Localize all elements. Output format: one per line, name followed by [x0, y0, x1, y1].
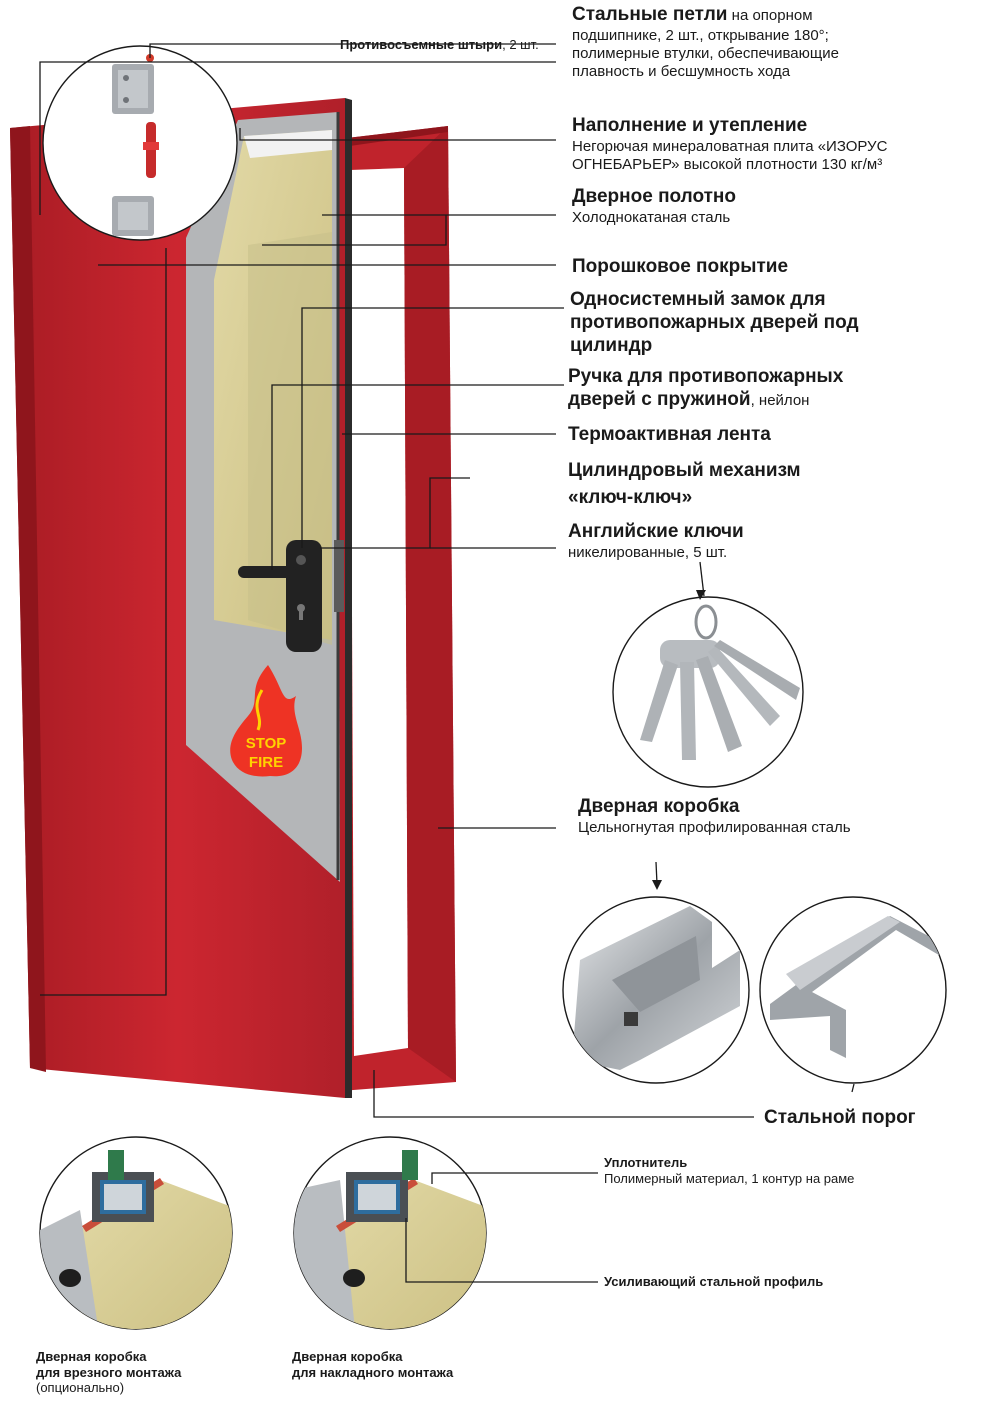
label-hinges: Стальные петли на опорном подшипнике, 2 … [572, 4, 839, 80]
frame-overlay-section [293, 1136, 487, 1330]
label-threshold: Стальной порог [764, 1107, 916, 1128]
door-frame [328, 126, 456, 1092]
label-filling: Наполнение и утепление Негорючая минерал… [572, 115, 888, 173]
badge-fire: FIRE [249, 754, 283, 771]
label-reinforcing-profile: Усиливающий стальной профиль [604, 1274, 824, 1289]
label-frame-overlay: Дверная коробка для накладного монтажа [292, 1349, 454, 1380]
frame-mortise-section [39, 1136, 233, 1330]
label-handle: Ручка для противопожарных дверей с пружи… [568, 366, 844, 410]
hinge-detail [42, 45, 238, 241]
label-keys: Английские ключи никелированные, 5 шт. [568, 521, 744, 561]
frame-profile-detail-1 [562, 896, 750, 1084]
label-frame-mortise: Дверная коробка для врезного монтажа (оп… [36, 1349, 182, 1396]
label-thermal-tape: Термоактивная лента [568, 424, 771, 445]
door-handle [238, 566, 296, 578]
label-cylinder: Цилиндровый механизм «ключ-ключ» [568, 460, 801, 508]
lock-escutcheon [286, 540, 322, 652]
keys-detail [612, 596, 804, 788]
frame-profile-detail-2 [759, 896, 947, 1084]
label-door-frame: Дверная коробка Цельногнутая профилирова… [578, 796, 851, 836]
label-door-leaf: Дверное полотно Холоднокатаная сталь [572, 186, 737, 226]
handle-lock [238, 540, 344, 652]
leader-lines [39, 43, 754, 1283]
label-seal: Уплотнитель Полимерный материал, 1 конту… [604, 1155, 855, 1186]
label-lock: Односистемный замок для противопожарных … [570, 289, 859, 356]
flame-stop-fire-icon: STOP FIRE [230, 665, 302, 777]
badge-stop: STOP [246, 735, 287, 752]
label-anti-removal-pins: Противосъемные штыри, 2 шт. [340, 37, 539, 52]
label-powder-coating: Порошковое покрытие [572, 256, 789, 277]
